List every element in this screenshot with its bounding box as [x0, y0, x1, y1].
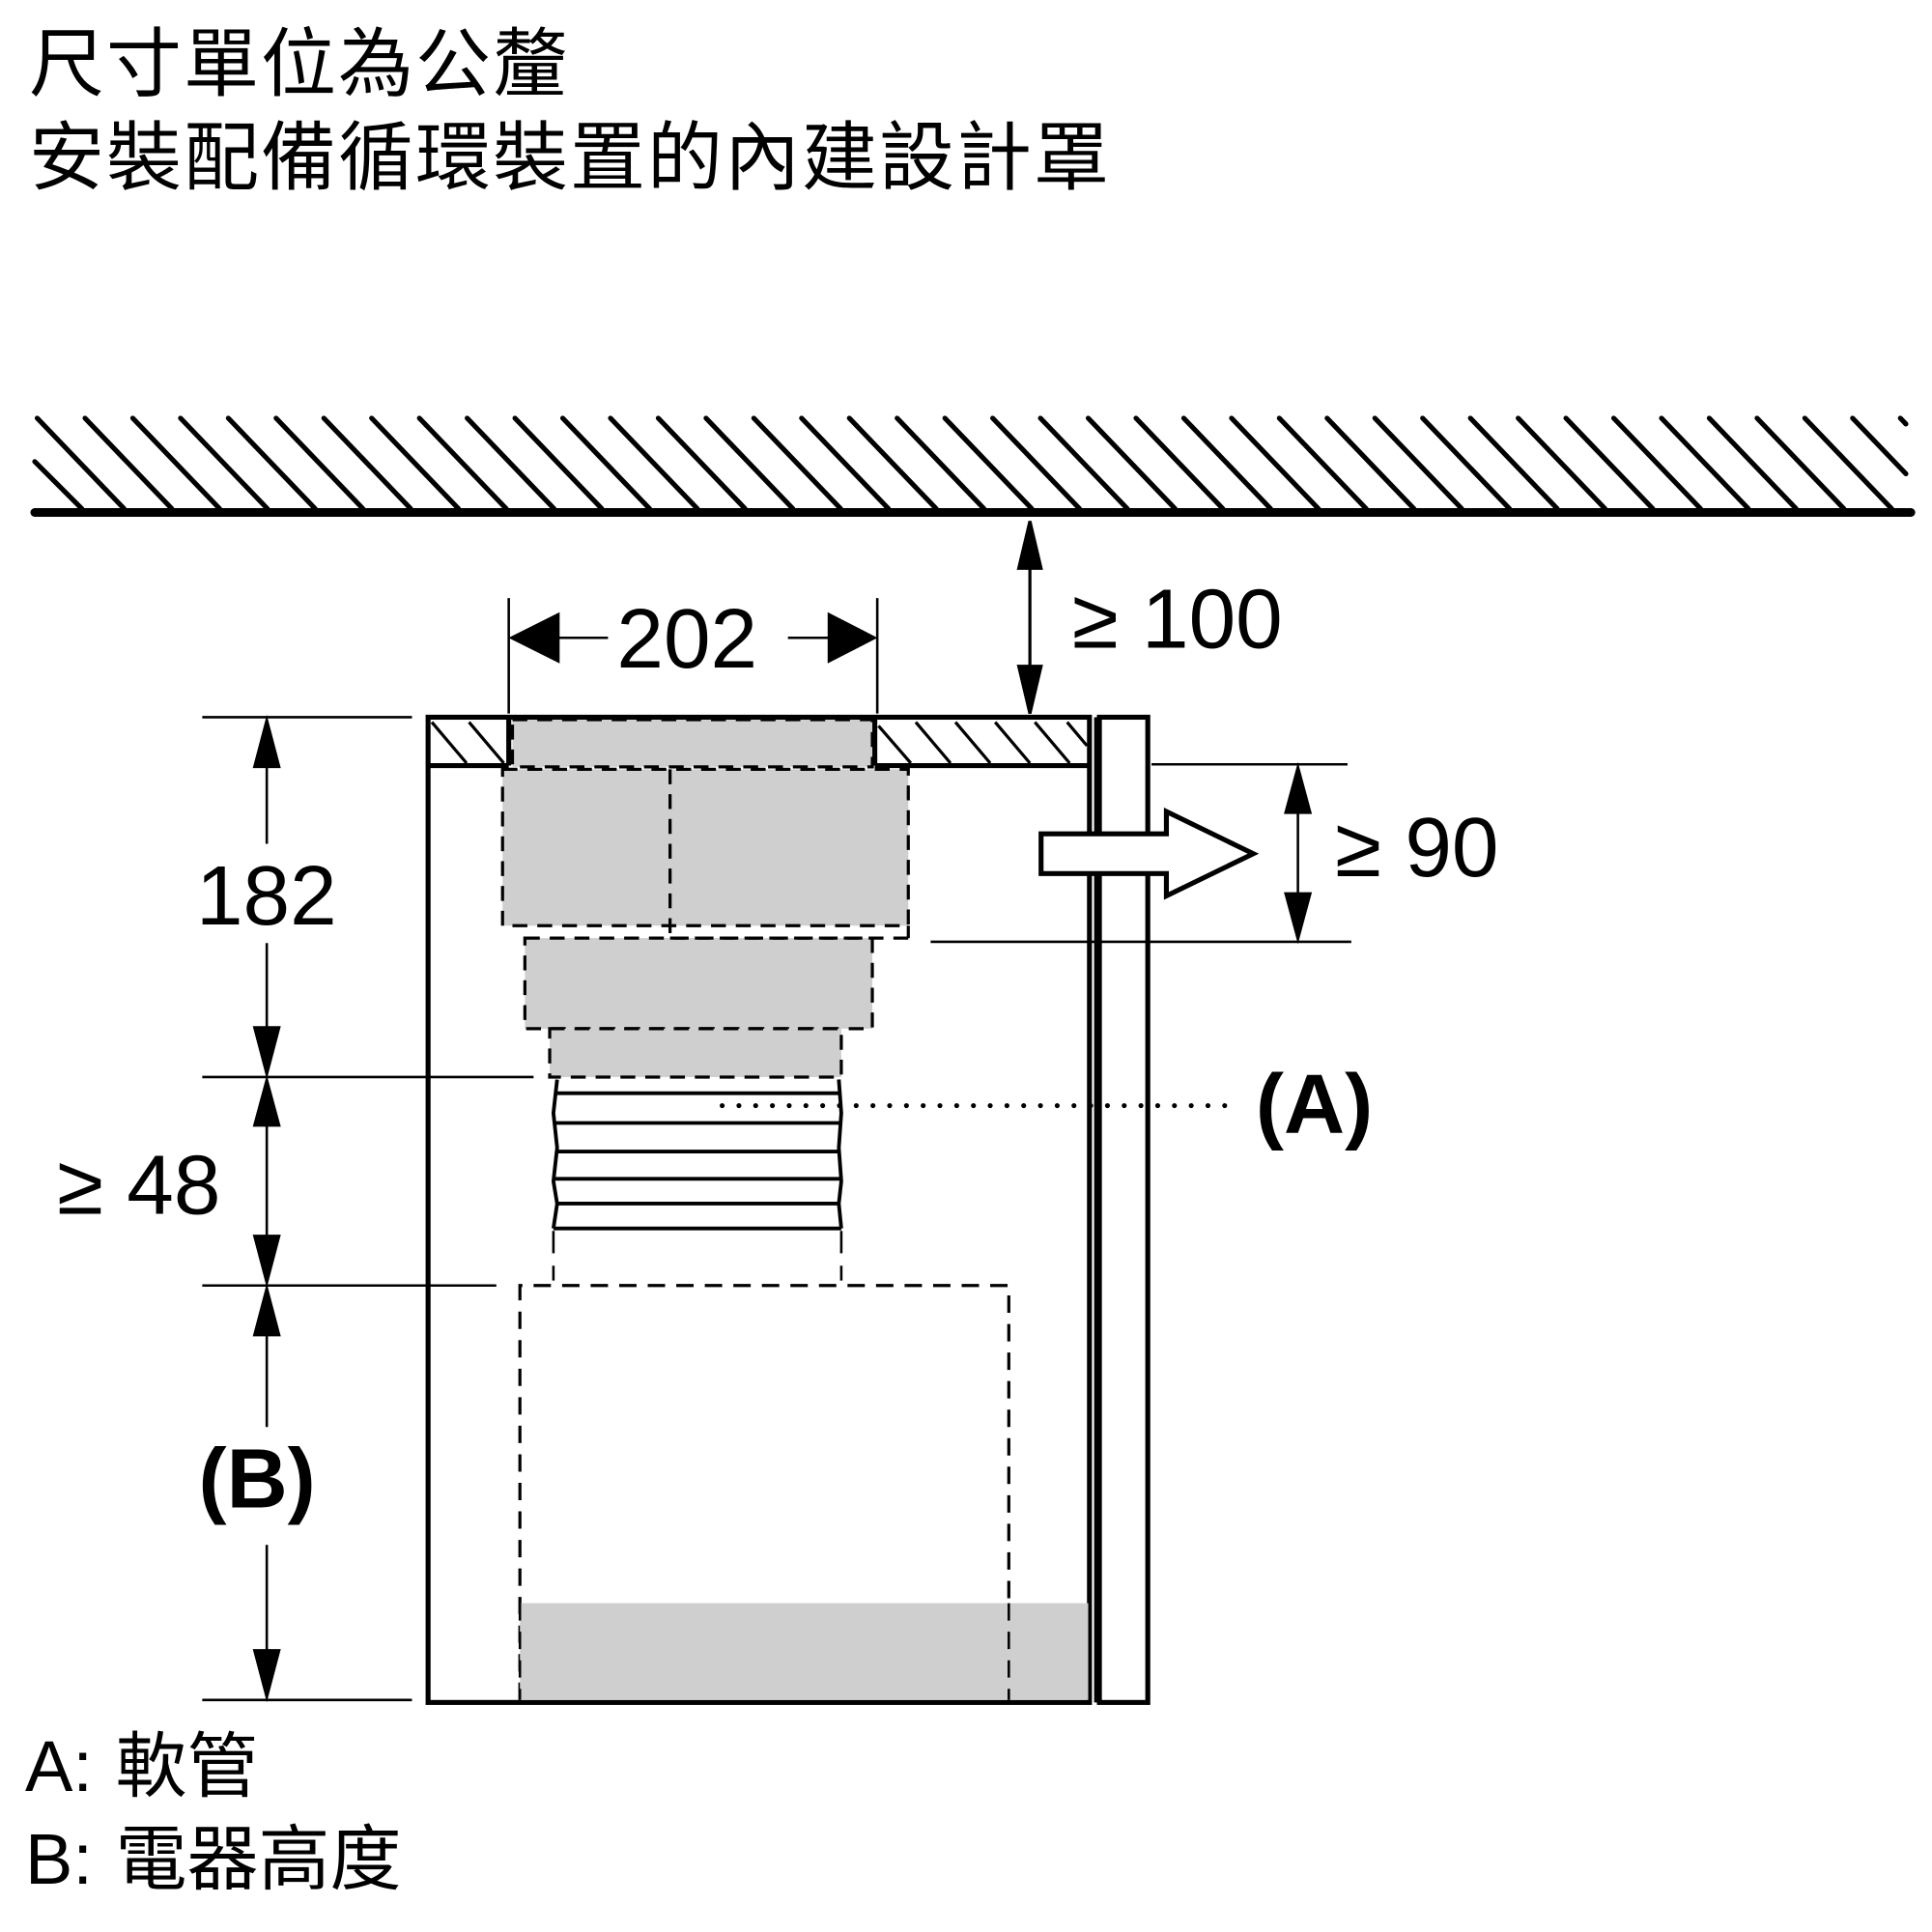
hatch-line — [273, 415, 366, 512]
hatch-line — [416, 415, 509, 512]
dim-hose-gap-value: ≥ 48 — [57, 1137, 220, 1232]
hatch-line — [990, 415, 1083, 512]
dim-ceiling-gap-value: ≥ 100 — [1072, 572, 1283, 667]
side-panel — [1094, 714, 1151, 1705]
dim-outlet-height — [930, 761, 1351, 945]
hatch-line — [321, 415, 413, 512]
hatch-line — [559, 415, 653, 512]
dim-ceiling-gap — [1016, 521, 1043, 714]
cabinet — [425, 714, 1093, 1705]
hatch-line — [1085, 415, 1179, 512]
hatch-line — [799, 415, 892, 512]
hatch-line — [32, 459, 85, 512]
legend-key: A: — [25, 1726, 93, 1806]
appliance-front — [520, 1603, 1089, 1700]
appliance-outline — [518, 1284, 1010, 1700]
hatch-line — [1516, 415, 1608, 512]
hatch-line — [1133, 415, 1226, 512]
dim-opening-width-value: 202 — [616, 591, 757, 686]
legend-text: 電器高度 — [115, 1818, 402, 1901]
hatch-line — [608, 415, 700, 512]
legend-key: B: — [25, 1819, 93, 1899]
hatch-line — [655, 415, 748, 512]
hatch-line — [895, 415, 987, 512]
hatch-line — [1276, 415, 1369, 512]
hatch-line — [1850, 415, 1909, 477]
ceiling — [30, 415, 1916, 518]
hatch-line — [1420, 415, 1513, 512]
airflow-arrow-icon — [1038, 807, 1260, 900]
hatch-line — [1706, 415, 1799, 512]
title-description: 安裝配備循環裝置的內建設計罩 — [29, 115, 1112, 202]
hatch-line — [34, 415, 128, 512]
hatch-line — [846, 415, 939, 512]
hatch-line — [1802, 415, 1894, 512]
hatch-line — [178, 415, 270, 512]
legend-item-a: A: 軟管 — [25, 1731, 258, 1804]
legend-item-b: B: 電器高度 — [25, 1824, 401, 1896]
flexible-hose — [551, 1079, 843, 1281]
legend-text: 軟管 — [115, 1725, 259, 1808]
dim-top-height-value: 182 — [196, 848, 337, 943]
hatch-line — [703, 415, 796, 512]
circulation-unit — [500, 718, 910, 1079]
hatch-line — [129, 415, 222, 512]
hatch-line — [512, 415, 605, 512]
hatch-line — [465, 415, 557, 512]
hatch-line — [1229, 415, 1321, 512]
hatch-line — [1754, 415, 1847, 512]
hatch-line — [1659, 415, 1751, 512]
hatch-line — [225, 415, 318, 512]
hatch-line — [1467, 415, 1560, 512]
dim-outlet-height-value: ≥ 90 — [1335, 800, 1498, 895]
hatch-line — [1610, 415, 1704, 512]
label-b: (B) — [199, 1432, 316, 1526]
hatch-line — [1372, 415, 1464, 512]
hatch-line — [1897, 415, 1909, 427]
hatch-line — [1180, 415, 1273, 512]
hatch-line — [1563, 415, 1656, 512]
hatch-line — [751, 415, 843, 512]
hatch-line — [369, 415, 462, 512]
shelf-hatch — [430, 721, 1089, 765]
dim-left-stack — [202, 714, 534, 1703]
title-units: 尺寸單位為公釐 — [29, 21, 571, 108]
dim-opening-width — [507, 598, 879, 714]
hatch-line — [1037, 415, 1130, 512]
label-a: (A) — [1256, 1057, 1373, 1151]
hatch-line — [942, 415, 1035, 512]
hatch-line — [82, 415, 175, 512]
hatch-line — [1324, 415, 1417, 512]
